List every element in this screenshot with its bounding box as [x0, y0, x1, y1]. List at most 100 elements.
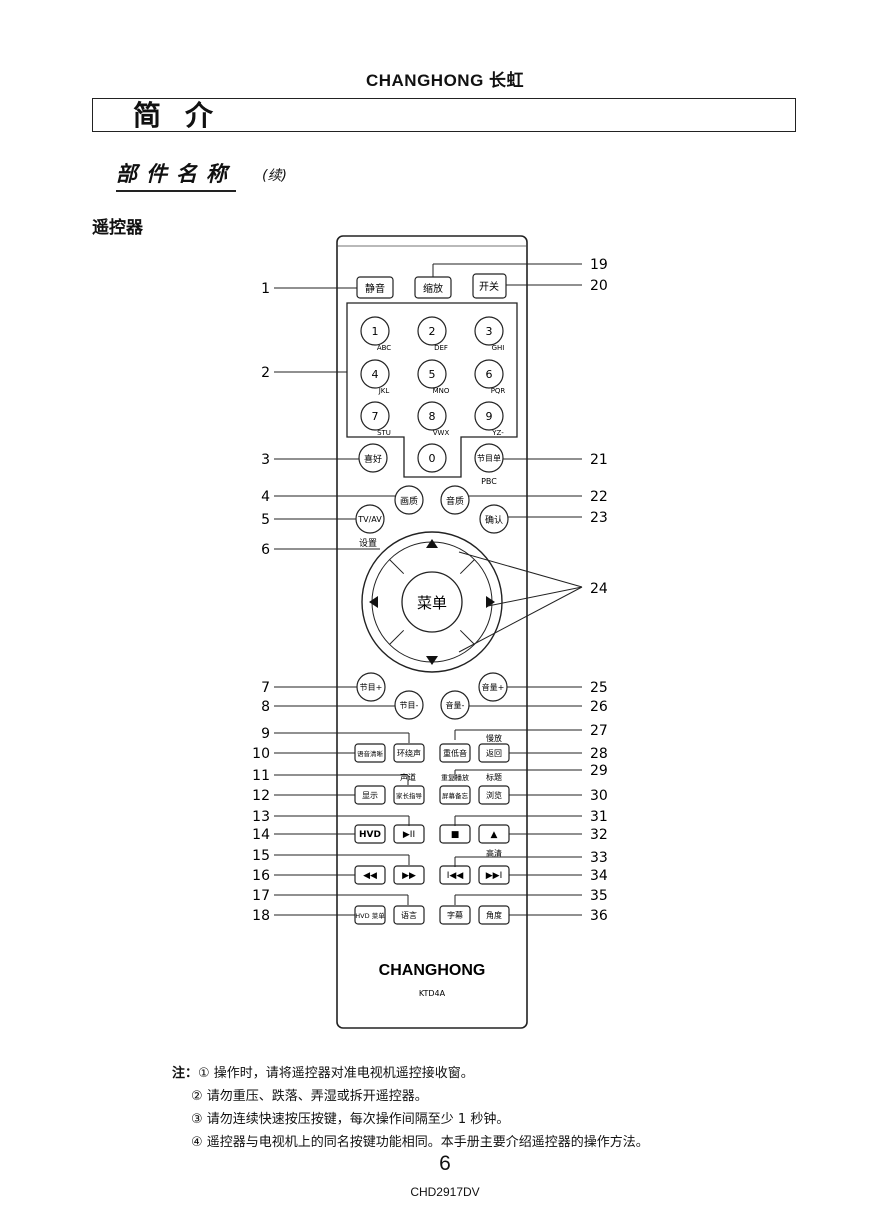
- digit-4-button[interactable]: 4: [360, 359, 390, 389]
- svg-text:■: ■: [451, 830, 460, 840]
- program-down-button[interactable]: 节目-: [394, 690, 424, 720]
- picture-quality-button[interactable]: 画质: [394, 485, 424, 515]
- favorite-button[interactable]: 喜好: [358, 443, 388, 473]
- hvd-menu-button[interactable]: HVD 菜单: [354, 905, 386, 925]
- menu-button[interactable]: 菜单: [401, 571, 463, 633]
- program-list-button[interactable]: 节目单: [474, 443, 504, 473]
- callout-31: 31: [590, 809, 608, 825]
- digit-1-button[interactable]: 1: [360, 316, 390, 346]
- remote-section-label: 遥控器: [92, 218, 143, 238]
- hd-label: 高清: [486, 848, 502, 858]
- play-pause-button[interactable]: ▶II: [393, 824, 425, 844]
- svg-text:静音: 静音: [365, 282, 385, 295]
- svg-text:TV/AV: TV/AV: [357, 515, 382, 524]
- svg-text:9: 9: [486, 410, 493, 423]
- svg-text:5: 5: [429, 368, 436, 381]
- surround-button[interactable]: 环绕声: [393, 743, 425, 763]
- digit-letters: PQR: [491, 387, 506, 395]
- fast-forward-button[interactable]: ▶▶: [393, 865, 425, 885]
- callout-8: 8: [261, 699, 270, 715]
- svg-text:屏幕备忘: 屏幕备忘: [442, 791, 469, 800]
- callout-10: 10: [252, 746, 270, 762]
- eject-button[interactable]: ▲: [478, 824, 510, 844]
- down-arrow-button[interactable]: [426, 656, 438, 665]
- digit-letters: JKL: [378, 387, 390, 395]
- digit-7-button[interactable]: 7: [360, 401, 390, 431]
- svg-text:▶▶: ▶▶: [402, 871, 416, 881]
- remote-body: [336, 235, 528, 1029]
- volume-down-button[interactable]: 音量-: [440, 690, 470, 720]
- digit-5-button[interactable]: 5: [417, 359, 447, 389]
- slow-label: 慢放: [486, 733, 502, 743]
- svg-text:画质: 画质: [400, 495, 418, 507]
- right-arrow-button[interactable]: [486, 596, 495, 608]
- volume-up-button[interactable]: 音量+: [478, 672, 508, 702]
- callout-18: 18: [252, 908, 270, 924]
- function-button-rows: 语音清晰 环绕声 重低音 返回显示 家长指导 屏幕备忘浏览 HVD ▶II ■ ▲ ◀◀ ▶▶ I◀◀ ▶…: [354, 743, 510, 925]
- angle-button[interactable]: 角度: [478, 905, 510, 925]
- callout-35: 35: [590, 888, 608, 904]
- digit-6-button[interactable]: 6: [474, 359, 504, 389]
- svg-text:环绕声: 环绕声: [397, 748, 421, 758]
- voice-clear-button[interactable]: 语音清晰: [354, 743, 386, 763]
- program-up-button[interactable]: 节目+: [356, 672, 386, 702]
- subtitle-button[interactable]: 字幕: [439, 905, 471, 925]
- digit-2-button[interactable]: 2: [417, 316, 447, 346]
- rewind-button[interactable]: ◀◀: [354, 865, 386, 885]
- callout-7: 7: [261, 680, 270, 696]
- callout-1: 1: [261, 281, 270, 297]
- digit-letters: ABC: [377, 344, 391, 352]
- svg-text:喜好: 喜好: [364, 453, 382, 465]
- svg-text:◀◀: ◀◀: [363, 871, 377, 881]
- return-button[interactable]: 返回: [478, 743, 510, 763]
- up-arrow-button[interactable]: [426, 539, 438, 548]
- callout-13: 13: [252, 809, 270, 825]
- language-button[interactable]: 语言: [393, 905, 425, 925]
- callout-30: 30: [590, 788, 608, 804]
- svg-text:字幕: 字幕: [447, 910, 463, 920]
- svg-text:2: 2: [429, 325, 436, 338]
- confirm-button[interactable]: 确认: [479, 504, 509, 534]
- sound-quality-button[interactable]: 音质: [440, 485, 470, 515]
- svg-text:1: 1: [372, 325, 379, 338]
- svg-text:4: 4: [372, 368, 379, 381]
- svg-text:HVD: HVD: [359, 830, 381, 840]
- digit-0-button[interactable]: 0: [417, 443, 447, 473]
- previous-button[interactable]: I◀◀: [439, 865, 471, 885]
- page-title: 简介: [133, 99, 238, 132]
- browse-button[interactable]: 浏览: [478, 785, 510, 805]
- stop-button[interactable]: ■: [439, 824, 471, 844]
- display-button[interactable]: 显示: [354, 785, 386, 805]
- parental-button[interactable]: 家长指导: [393, 785, 425, 805]
- svg-text:▲: ▲: [491, 830, 498, 840]
- svg-text:音量+: 音量+: [482, 682, 505, 692]
- svg-text:确认: 确认: [485, 514, 503, 526]
- digit-letters: STU: [377, 429, 391, 437]
- callout-4: 4: [261, 489, 270, 505]
- digit-8-button[interactable]: 8: [417, 401, 447, 431]
- svg-text:显示: 显示: [362, 791, 378, 800]
- zoom-button[interactable]: 缩放: [414, 276, 452, 299]
- svg-text:返回: 返回: [486, 749, 502, 758]
- tvav-button[interactable]: TV/AV: [355, 504, 385, 534]
- svg-text:HVD 菜单: HVD 菜单: [355, 911, 385, 920]
- left-arrow-button[interactable]: [369, 596, 378, 608]
- bass-button[interactable]: 重低音: [439, 743, 471, 763]
- setup-label: 设置: [359, 538, 377, 549]
- callout-15: 15: [252, 848, 270, 864]
- document-code: CHD2917DV: [410, 1185, 480, 1199]
- svg-text:3: 3: [486, 325, 493, 338]
- svg-text:家长指导: 家长指导: [396, 791, 423, 800]
- note-1: ① 操作时，请将遥控器对准电视机遥控接收窗。: [198, 1066, 474, 1081]
- pbc-label: PBC: [481, 477, 497, 486]
- power-button[interactable]: 开关: [472, 273, 507, 299]
- digit-9-button[interactable]: 9: [474, 401, 504, 431]
- next-button[interactable]: ▶▶I: [478, 865, 510, 885]
- hvd-button[interactable]: HVD: [354, 824, 386, 844]
- callout-3: 3: [261, 452, 270, 468]
- svg-text:音量-: 音量-: [446, 700, 465, 710]
- screen-memo-button[interactable]: 屏幕备忘: [439, 785, 471, 805]
- digit-3-button[interactable]: 3: [474, 316, 504, 346]
- mute-button[interactable]: 静音: [356, 276, 394, 299]
